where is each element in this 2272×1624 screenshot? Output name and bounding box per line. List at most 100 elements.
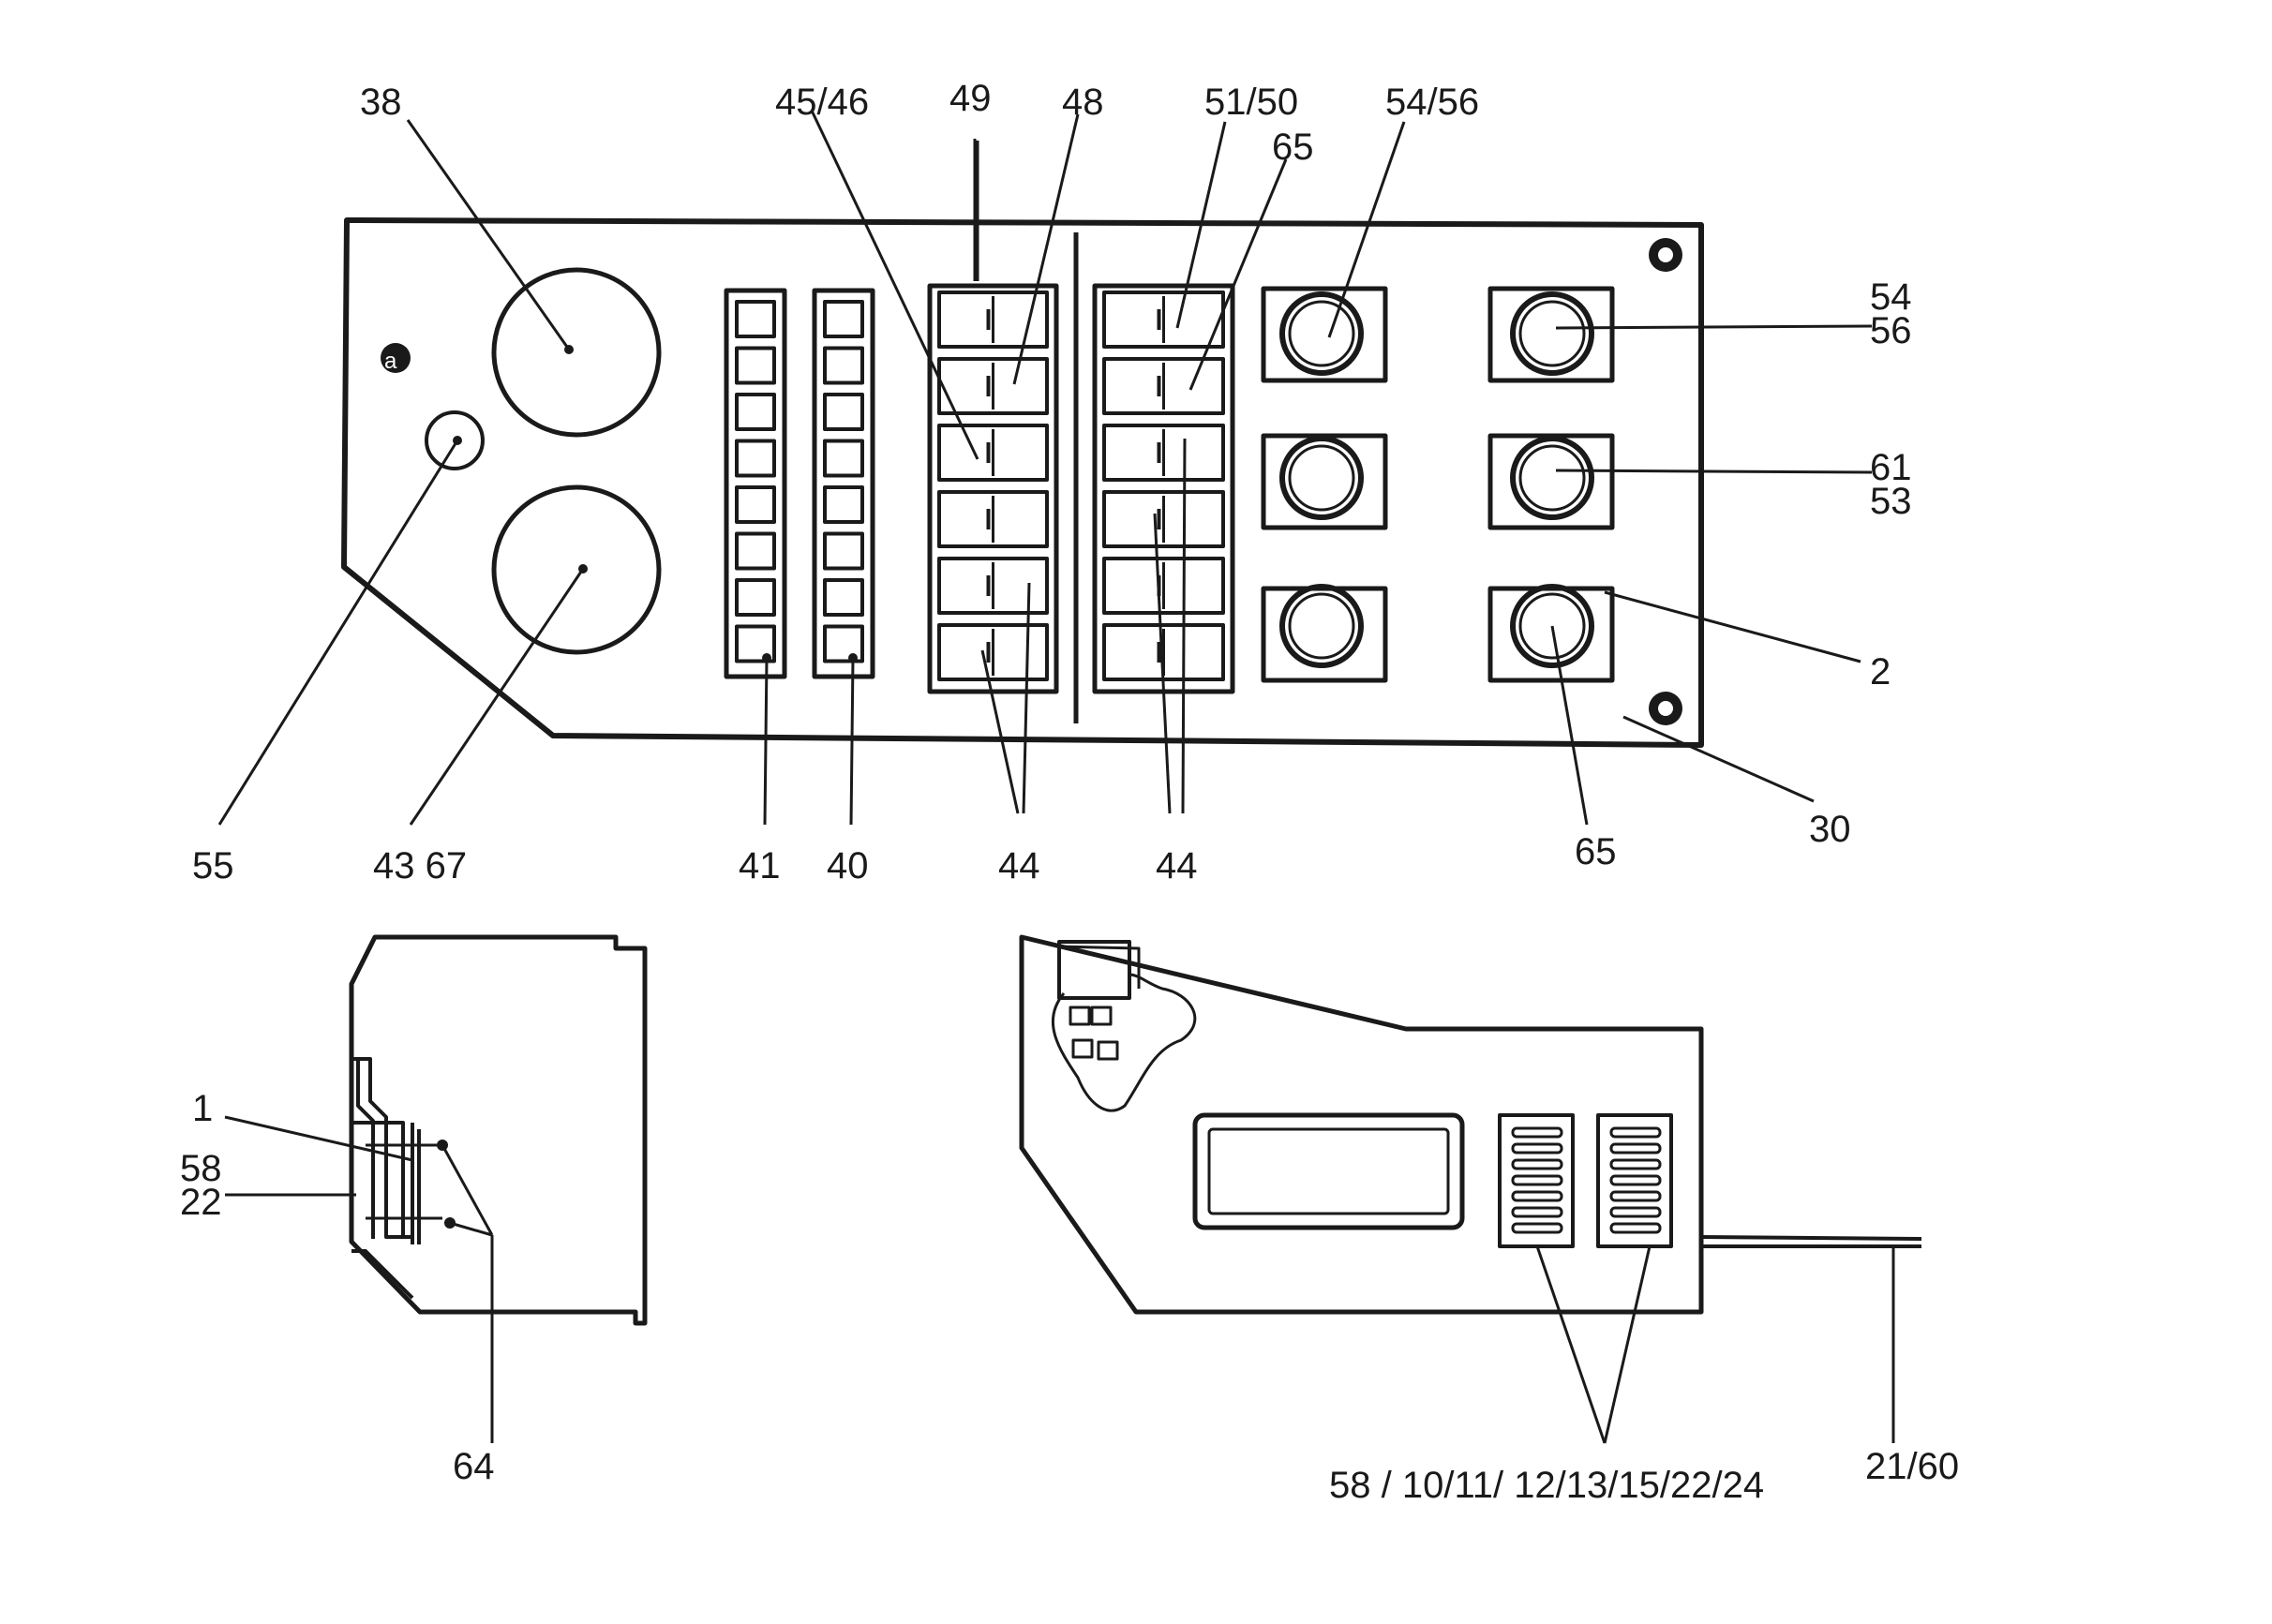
pushbutton-housing: [1487, 433, 1615, 530]
rocker-switch: [1102, 490, 1225, 548]
label-44-left: 44: [998, 845, 1040, 886]
vent-slot: [1609, 1142, 1662, 1155]
lamp-cell: [823, 485, 864, 524]
label-58: 58: [180, 1148, 222, 1189]
label-53: 53: [1870, 481, 1912, 522]
vent-slot: [1511, 1142, 1563, 1155]
vent-slot: [1609, 1126, 1662, 1139]
screw-bottom-right: [1649, 692, 1682, 725]
rear-view: [1019, 934, 1922, 1444]
label-41: 41: [739, 845, 781, 886]
pushbutton-cap: [1288, 444, 1355, 512]
pushbutton-ring: [1510, 584, 1594, 668]
svg-text:a: a: [384, 349, 397, 374]
pushbutton-cap: [1518, 300, 1586, 367]
rocker-switch: [937, 490, 1049, 548]
lamp-cell: [735, 346, 776, 385]
screw-top-left: a: [381, 343, 411, 374]
screw-top-right: [1649, 238, 1682, 272]
switch-bank-left: [927, 283, 1059, 694]
pushbutton-cap: [1288, 592, 1355, 660]
vent-slot: [1609, 1174, 1662, 1186]
switch-bank-right: [1092, 283, 1235, 694]
label-61: 61: [1870, 447, 1912, 488]
front-panel: a: [341, 217, 1704, 748]
rocker-switch: [937, 557, 1049, 615]
pushbutton-ring: [1510, 436, 1594, 520]
pushbutton-ring: [1279, 436, 1364, 520]
label-55: 55: [192, 845, 234, 886]
label-30: 30: [1809, 809, 1851, 850]
pushbutton-ring: [1510, 291, 1594, 376]
gauge-top: [491, 267, 662, 438]
lamp-cell: [823, 578, 864, 617]
vent-slot: [1511, 1222, 1563, 1234]
lamp-cell: [823, 393, 864, 431]
label-1: 1: [192, 1088, 213, 1129]
lamp-cell: [735, 531, 776, 571]
rocker-switch: [1102, 424, 1225, 482]
label-51-50: 51/50: [1204, 82, 1298, 123]
indicator-light: [425, 410, 485, 470]
label-22: 22: [180, 1182, 222, 1223]
label-64: 64: [453, 1446, 495, 1487]
label-54-56-top: 54/56: [1385, 82, 1479, 123]
label-56-right: 56: [1870, 310, 1912, 351]
lamp-cell: [735, 578, 776, 617]
lamp-cell: [823, 346, 864, 385]
vent-slot: [1511, 1158, 1563, 1170]
front-panel-outline: [341, 217, 1704, 748]
label-54-right: 54: [1870, 276, 1912, 318]
vent-slot: [1609, 1206, 1662, 1218]
label-38: 38: [360, 82, 402, 123]
vent-slot: [1511, 1126, 1563, 1139]
lamp-cell: [823, 624, 864, 663]
lamp-cell: [735, 300, 776, 338]
vent-slot: [1609, 1222, 1662, 1234]
label-40: 40: [827, 845, 869, 886]
lamp-strip-41: [724, 288, 787, 679]
pushbutton-cap: [1518, 592, 1586, 660]
vent-slot: [1511, 1206, 1563, 1218]
pushbutton-housing: [1487, 286, 1615, 383]
lamp-cell: [823, 300, 864, 338]
label-44-right: 44: [1156, 845, 1198, 886]
rocker-switch: [937, 291, 1049, 349]
vent-slot: [1511, 1174, 1563, 1186]
pushbutton-ring: [1279, 584, 1364, 668]
rocker-switch: [937, 357, 1049, 415]
pushbutton-cap: [1518, 444, 1586, 512]
pushbutton-ring: [1279, 291, 1364, 376]
pushbutton-housing: [1261, 286, 1388, 383]
label-45-46: 45/46: [775, 82, 869, 123]
lamp-cell: [735, 624, 776, 663]
pushbutton-cap: [1288, 300, 1355, 367]
pushbutton-housing: [1261, 433, 1388, 530]
pushbutton-array: [1261, 286, 1615, 683]
callout-labels: 38 45/46 49 48 51/50 65 54/56 54 56 61 5…: [180, 78, 1959, 1506]
vent-slot: [1511, 1190, 1563, 1202]
lamp-cell: [735, 393, 776, 431]
label-49: 49: [949, 78, 992, 119]
rocker-switch: [937, 623, 1049, 681]
lamp-strip-40: [812, 288, 875, 679]
label-43-67: 43 67: [373, 845, 467, 886]
rocker-switch: [1102, 357, 1225, 415]
label-65-bottom: 65: [1575, 831, 1617, 872]
label-21-60: 21/60: [1865, 1446, 1959, 1487]
label-58-group: 58 / 10/11/ 12/13/15/22/24: [1329, 1465, 1764, 1506]
lamp-cell: [823, 531, 864, 571]
lamp-cell: [823, 439, 864, 478]
label-2: 2: [1870, 651, 1891, 693]
front-leader-lines: [217, 110, 1873, 826]
label-65-top: 65: [1272, 127, 1314, 168]
vent-slot: [1609, 1158, 1662, 1170]
rocker-switch: [937, 424, 1049, 482]
label-48: 48: [1062, 82, 1104, 123]
lamp-cell: [735, 439, 776, 478]
side-view: [224, 934, 648, 1443]
rocker-switch: [1102, 557, 1225, 615]
gauge-bottom: [491, 484, 662, 655]
